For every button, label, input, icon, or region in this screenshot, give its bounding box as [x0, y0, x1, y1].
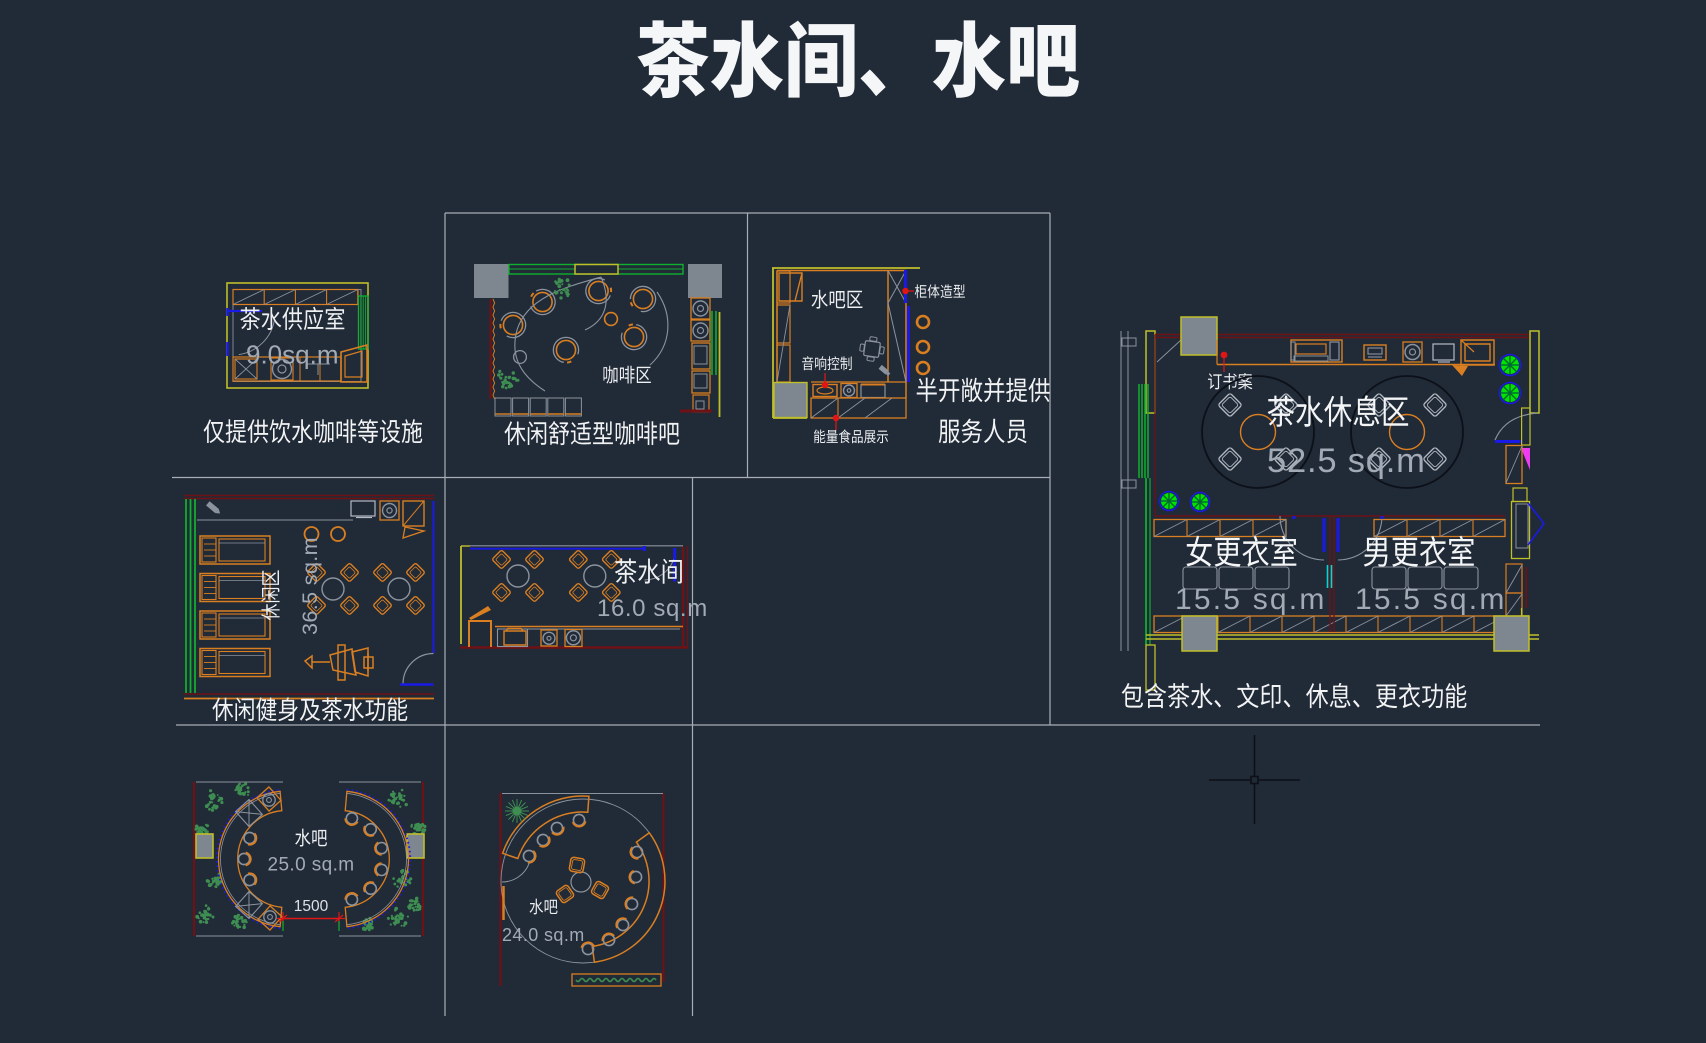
svg-text:15.5 sq.m: 15.5 sq.m — [1175, 583, 1327, 616]
svg-text:16.0 sq.m: 16.0 sq.m — [597, 595, 708, 622]
svg-text:52.5 sq.m: 52.5 sq.m — [1267, 442, 1426, 480]
svg-text:36.5 sq.m: 36.5 sq.m — [298, 537, 322, 635]
svg-text:1500: 1500 — [294, 898, 329, 915]
svg-text:9.0sq.m: 9.0sq.m — [246, 340, 339, 370]
svg-text:15.5 sq.m: 15.5 sq.m — [1355, 583, 1507, 616]
svg-text:25.0 sq.m: 25.0 sq.m — [267, 855, 354, 876]
svg-text:24.0 sq.m: 24.0 sq.m — [502, 925, 585, 945]
